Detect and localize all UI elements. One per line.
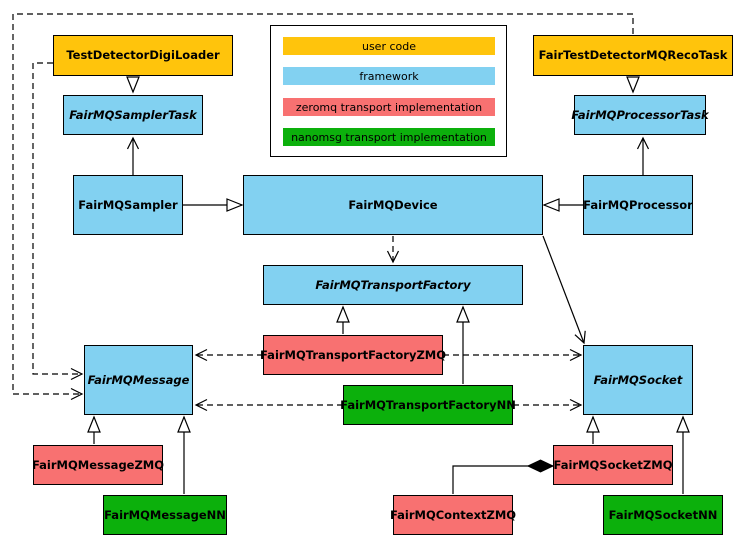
legend-label: nanomsg transport implementation — [291, 130, 487, 144]
class-box-fairmqsocket: FairMQSocket — [583, 345, 693, 415]
class-box-fairmqtransportfactoryzmq: FairMQTransportFactoryZMQ — [260, 335, 446, 375]
edge-arrow-device-socket — [542, 235, 586, 345]
class-box-fairmqcontextzmq: FairMQContextZMQ — [390, 495, 516, 535]
class-box-fairmqtransportfactorynn: FairMQTransportFactoryNN — [340, 385, 516, 425]
class-box-fairmqdevice: FairMQDevice — [243, 175, 543, 235]
class-box-fairmqmessagenn: FairMQMessageNN — [103, 495, 227, 535]
legend-item-zeromq: zeromq transport implementation — [283, 98, 495, 116]
edge-composition-socketzmq-contextzmq — [452, 466, 553, 494]
legend: user code framework zeromq transport imp… — [270, 25, 507, 157]
legend-item-framework: framework — [283, 67, 495, 85]
legend-label: zeromq transport implementation — [295, 100, 483, 114]
class-box-fairmqsamplertask: FairMQSamplerTask — [63, 95, 203, 135]
class-box-fairtestdetectormqrecotask: FairTestDetectorMQRecoTask — [533, 35, 733, 76]
class-box-fairmqmessage: FairMQMessage — [84, 345, 193, 415]
class-box-fairmqmessagezmq: FairMQMessageZMQ — [32, 445, 164, 485]
legend-item-user-code: user code — [283, 37, 495, 55]
class-box-fairmqtransportfactory: FairMQTransportFactory — [263, 265, 523, 305]
class-box-testdetectordigiloader: TestDetectorDigiLoader — [53, 35, 233, 76]
class-box-fairmqprocessortask: FairMQProcessorTask — [571, 95, 709, 135]
class-box-fairmqsocketzmq: FairMQSocketZMQ — [553, 445, 673, 485]
legend-label: framework — [359, 69, 419, 83]
legend-label: user code — [361, 39, 417, 53]
class-box-fairmqsampler: FairMQSampler — [73, 175, 183, 235]
class-box-fairmqsocketnn: FairMQSocketNN — [603, 495, 723, 535]
legend-item-nanomsg: nanomsg transport implementation — [283, 128, 495, 146]
class-box-fairmqprocessor: FairMQProcessor — [583, 175, 693, 235]
